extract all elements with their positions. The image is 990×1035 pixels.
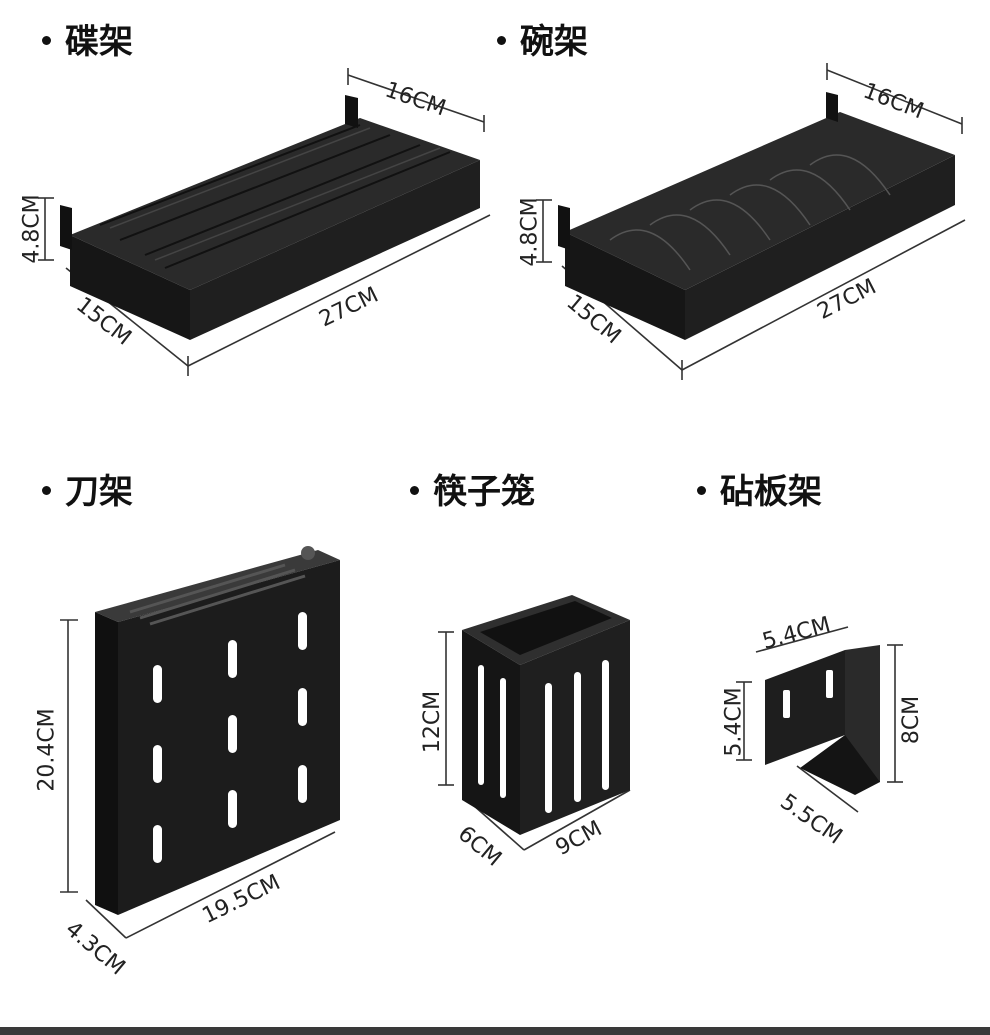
knife-rack-illustration	[95, 546, 340, 915]
dimension-line	[681, 219, 966, 371]
board-rack-title: 砧板架	[697, 472, 822, 512]
dimension-line	[347, 74, 485, 123]
dish-rack-title: 碟架	[42, 22, 133, 62]
dimension-line	[826, 69, 963, 125]
board-rack-left-label: 5.4CM	[721, 687, 747, 757]
bullet-dot	[697, 486, 706, 495]
dish-rack-height-label: 4.8CM	[19, 194, 45, 264]
bowl-rack-height-label: 4.8CM	[517, 197, 543, 267]
bottom-bar	[0, 1027, 990, 1035]
bullet-dot	[497, 36, 506, 45]
dimension-line	[85, 899, 127, 939]
bullet-dot	[42, 36, 51, 45]
knife-rack-title: 刀架	[42, 472, 133, 512]
chopstick-cage-height-label: 12CM	[420, 690, 446, 754]
knife-rack-height-label: 20.4CM	[34, 708, 60, 792]
bowl-rack-title: 碗架	[497, 22, 588, 62]
bowl-rack-illustration	[558, 92, 955, 340]
dimension-line	[523, 789, 631, 851]
board-rack-illustration	[765, 645, 880, 795]
board-rack-right-label: 8CM	[899, 695, 925, 745]
dimension-line	[796, 765, 859, 813]
dish-rack-illustration	[60, 95, 480, 340]
chopstick-cage-illustration	[462, 595, 630, 835]
bullet-dot	[410, 486, 419, 495]
bullet-dot	[42, 486, 51, 495]
chopstick-cage-title: 筷子笼	[410, 472, 535, 512]
dimension-line	[125, 831, 336, 939]
dimension-line	[187, 214, 491, 367]
dimension-line	[755, 626, 849, 653]
